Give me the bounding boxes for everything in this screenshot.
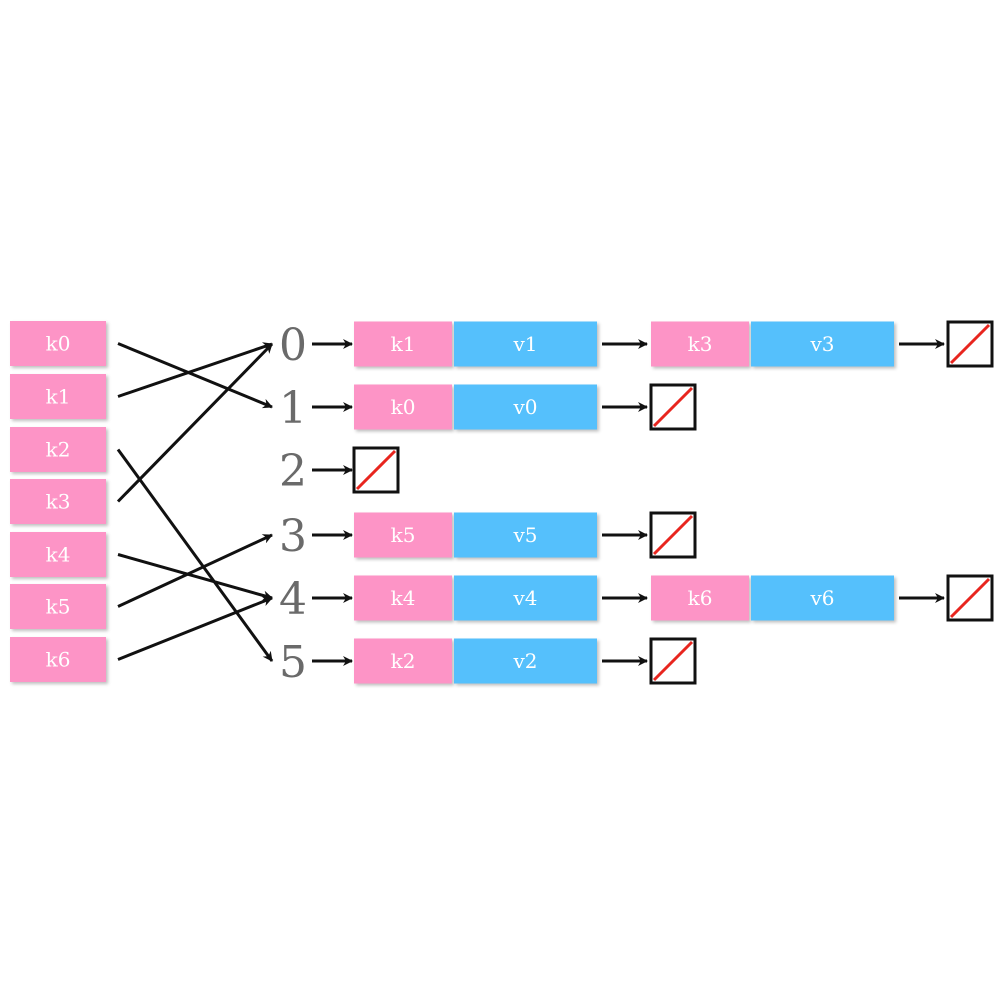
- hash-mapping-arrow: [117, 596, 273, 661]
- key-label: k2: [46, 438, 71, 462]
- node-value-box: [454, 638, 597, 684]
- null-slash: [949, 577, 991, 619]
- key-cell: k2: [10, 427, 106, 472]
- node-value-label: v5: [512, 523, 537, 547]
- key-label: k5: [46, 595, 71, 619]
- null-slash: [652, 514, 694, 556]
- bucket-index: 5: [279, 637, 307, 688]
- hash-mapping-arrow: [117, 342, 273, 409]
- node-key-label: k1: [391, 332, 416, 356]
- bucket-index: 0: [279, 320, 307, 371]
- node-key-label: k6: [688, 586, 713, 610]
- hash-mapping-arrows: [116, 342, 274, 662]
- chain-node: k0 v0: [354, 384, 597, 430]
- key-cell: k5: [10, 584, 106, 629]
- node-value-box: [751, 575, 894, 621]
- key-cell: k6: [10, 637, 106, 682]
- node-value-box: [454, 384, 597, 430]
- chain-node: k2 v2: [354, 638, 597, 684]
- key-box: [10, 584, 106, 629]
- bucket-index: 2: [279, 446, 307, 497]
- key-box: [10, 532, 106, 577]
- node-value-label: v4: [512, 586, 537, 610]
- key-label: k3: [46, 490, 71, 514]
- node-value-label: v0: [512, 395, 537, 419]
- key-box: [10, 637, 106, 682]
- bucket-row: 4 k4 v4 k6 v6: [279, 574, 994, 625]
- chain-node: k6 v6: [651, 575, 894, 621]
- null-slash: [949, 323, 991, 365]
- key-cell: k0: [10, 321, 106, 366]
- node-key-label: k4: [391, 586, 416, 610]
- bucket-row: 3 k5 v5: [279, 511, 697, 562]
- node-key-box: [354, 638, 452, 684]
- node-key-box: [354, 512, 452, 558]
- node-key-label: k3: [688, 332, 713, 356]
- key-box: [10, 427, 106, 472]
- hash-mapping-arrow: [117, 533, 273, 608]
- key-box: [10, 374, 106, 419]
- null-terminator: [352, 446, 400, 494]
- node-value-label: v1: [512, 332, 537, 356]
- chain-node: k3 v3: [651, 321, 894, 367]
- chain-node: k5 v5: [354, 512, 597, 558]
- node-key-box: [651, 321, 749, 367]
- hash-mapping-arrow: [116, 448, 274, 662]
- node-key-box: [651, 575, 749, 621]
- key-cell: k3: [10, 479, 106, 524]
- key-label: k1: [46, 385, 71, 409]
- node-key-box: [354, 384, 452, 430]
- bucket-array: 0 k1 v1 k3 v3 1 k0 v0 2 3 k5 v5 4 k4 v4 k6 v6 5 k2 v2: [279, 320, 994, 688]
- node-key-box: [354, 321, 452, 367]
- bucket-index: 1: [279, 383, 307, 434]
- bucket-row: 5 k2 v2: [279, 637, 697, 688]
- key-cell: k1: [10, 374, 106, 419]
- node-value-box: [751, 321, 894, 367]
- node-value-label: v2: [512, 649, 537, 673]
- null-terminator: [649, 637, 697, 685]
- bucket-row: 1 k0 v0: [279, 383, 697, 434]
- key-column: k0 k1 k2 k3 k4 k5 k6: [10, 321, 106, 682]
- node-value-label: v3: [809, 332, 834, 356]
- key-box: [10, 321, 106, 366]
- node-value-box: [454, 512, 597, 558]
- bucket-index: 4: [279, 574, 307, 625]
- null-slash: [652, 640, 694, 682]
- key-box: [10, 479, 106, 524]
- hash-mapping-arrow: [116, 342, 274, 503]
- null-slash: [355, 449, 397, 491]
- null-slash: [652, 386, 694, 428]
- key-label: k4: [46, 543, 71, 567]
- node-key-label: k0: [391, 395, 416, 419]
- node-key-label: k5: [391, 523, 416, 547]
- hash-mapping-arrow: [117, 553, 273, 601]
- null-terminator: [946, 574, 994, 622]
- node-key-box: [354, 575, 452, 621]
- node-key-label: k2: [391, 649, 416, 673]
- bucket-row: 0 k1 v1 k3 v3: [279, 320, 994, 371]
- bucket-index: 3: [279, 511, 307, 562]
- null-terminator: [946, 320, 994, 368]
- key-label: k6: [46, 648, 71, 672]
- chain-node: k1 v1: [354, 321, 597, 367]
- chain-node: k4 v4: [354, 575, 597, 621]
- hash-mapping-arrow: [117, 342, 273, 398]
- node-value-box: [454, 321, 597, 367]
- null-terminator: [649, 511, 697, 559]
- node-value-box: [454, 575, 597, 621]
- bucket-row: 2: [279, 446, 400, 497]
- key-label: k0: [46, 332, 71, 356]
- null-terminator: [649, 383, 697, 431]
- key-cell: k4: [10, 532, 106, 577]
- node-value-label: v6: [809, 586, 834, 610]
